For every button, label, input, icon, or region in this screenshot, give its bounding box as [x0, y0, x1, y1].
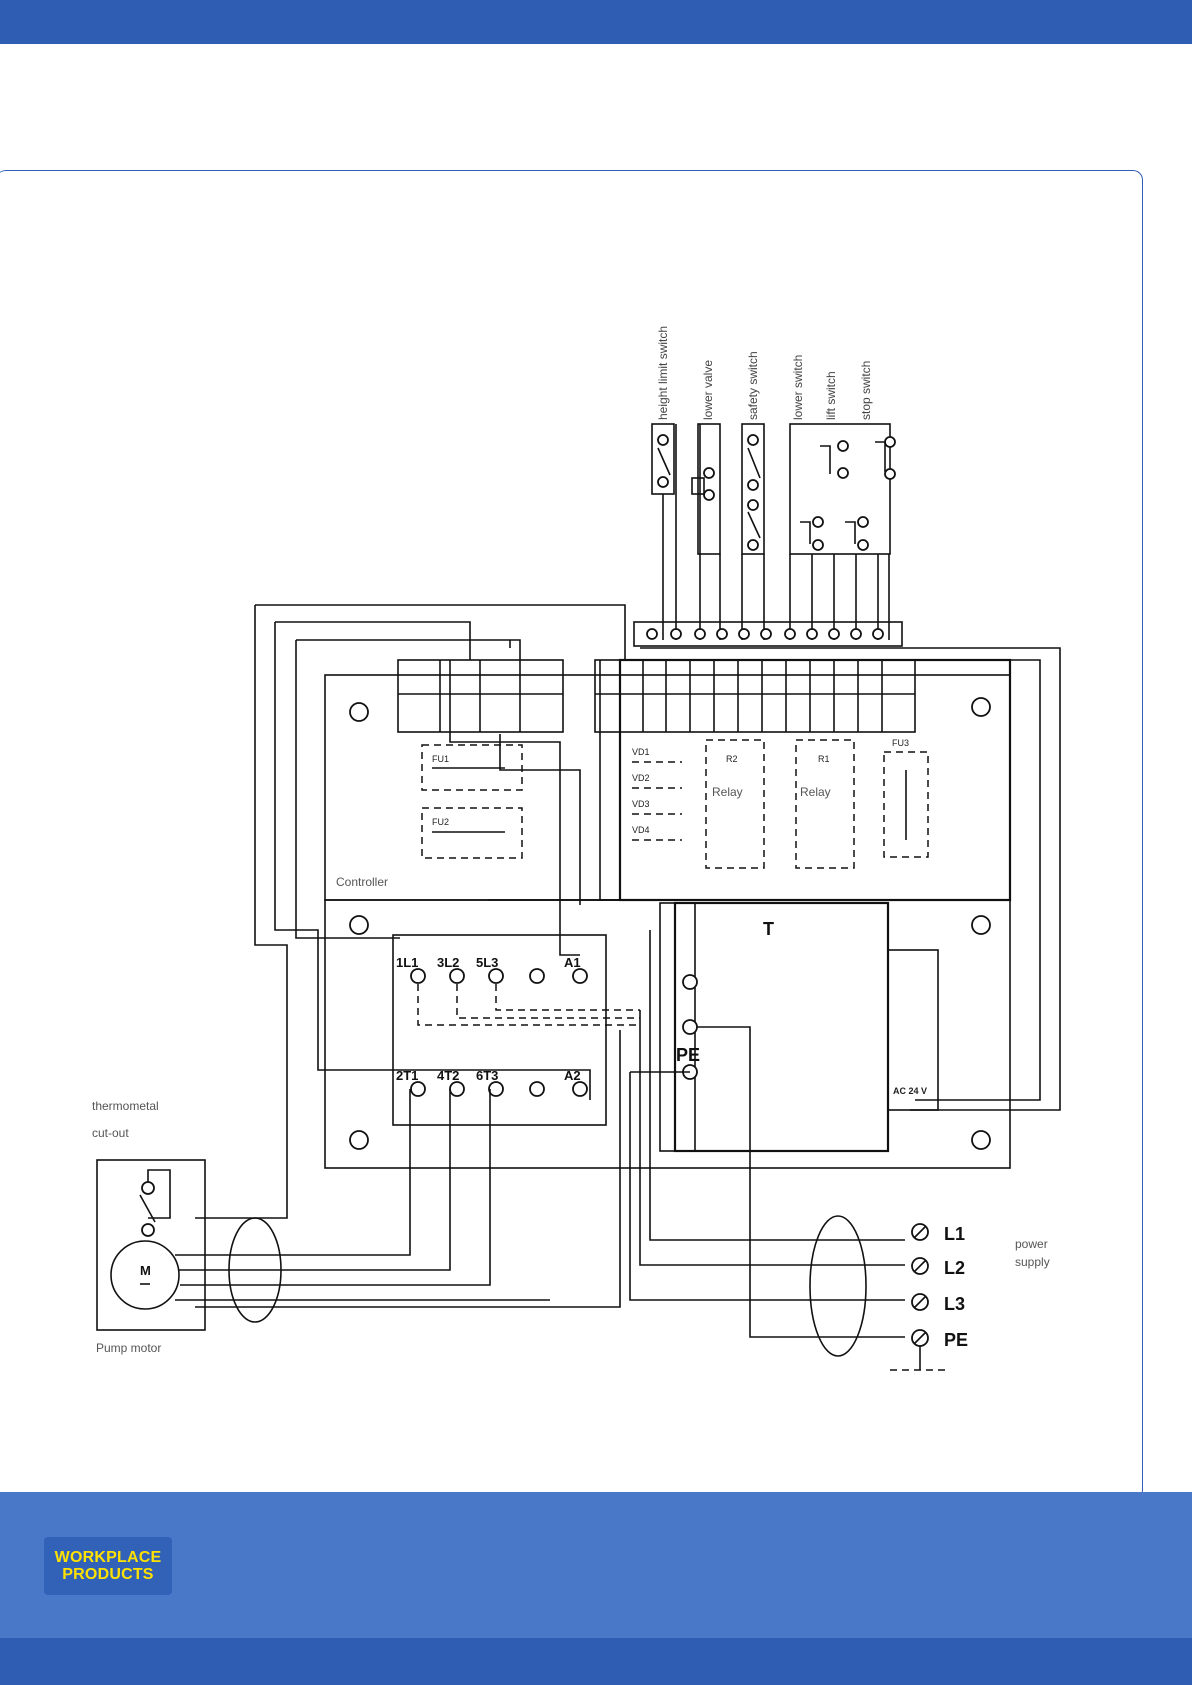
contactor-3l2: 3L2 [437, 955, 459, 970]
diode-vd1-label: VD1 [632, 747, 650, 757]
power-supply-label-1: power [1015, 1237, 1048, 1251]
fuse-fu1-label: FU1 [432, 754, 449, 764]
logo-text-line1: WORKPLACE [55, 1549, 162, 1566]
base-plate [325, 900, 1010, 1168]
motor-symbol: M [140, 1263, 151, 1278]
transformer-pe: PE [676, 1045, 700, 1065]
label-lift-switch: lift switch [824, 371, 838, 420]
label-lower-switch: lower switch [791, 355, 805, 420]
diode-vd2-label: VD2 [632, 773, 650, 783]
switch-boxes [652, 424, 895, 554]
relay-r1-label: Relay [800, 785, 831, 799]
contactor-a1: A1 [564, 955, 581, 970]
logo-text-line2: PRODUCTS [62, 1566, 153, 1583]
supply-l2: L2 [944, 1258, 965, 1278]
supply-l3: L3 [944, 1294, 965, 1314]
wiring-diagram: height limit switch lower valve safety s… [0, 0, 1192, 1492]
pump-motor-group: M thermometal cut-out Pump motor [92, 1089, 550, 1355]
relay-r1-id: R1 [818, 754, 830, 764]
diode-vd4-label: VD4 [632, 825, 650, 835]
contactor-1l1: 1L1 [396, 955, 418, 970]
label-stop-switch: stop switch [859, 361, 873, 420]
relay-r2-id: R2 [726, 754, 738, 764]
thermal-cutout-label-2: cut-out [92, 1126, 129, 1140]
supply-pe: PE [944, 1330, 968, 1350]
fuse-fu2-label: FU2 [432, 817, 449, 827]
fuse-fu3-label: FU3 [892, 738, 909, 748]
label-height-limit-switch: height limit switch [656, 326, 670, 420]
relay-r2-label: Relay [712, 785, 743, 799]
footer-band [0, 1492, 1192, 1638]
controller-label: Controller [336, 875, 388, 889]
power-supply-group: L1 L2 L3 PE power supply [810, 1216, 1050, 1370]
label-safety-switch: safety switch [746, 351, 760, 420]
workplace-products-logo: WORKPLACE PRODUCTS [44, 1537, 172, 1595]
label-lower-valve: lower valve [701, 360, 715, 420]
diode-vd3-label: VD3 [632, 799, 650, 809]
transformer-ac24: AC 24 V [893, 1086, 927, 1096]
transformer-label: T [763, 919, 774, 939]
thermal-cutout-label-1: thermometal [92, 1099, 159, 1113]
terminal-strip-top [634, 622, 902, 646]
pump-motor-label: Pump motor [96, 1341, 161, 1355]
switch-label-group: height limit switch lower valve safety s… [656, 326, 873, 420]
power-supply-label-2: supply [1015, 1255, 1050, 1269]
controller-board: FU1 FU2 VD1 VD2 VD3 VD4 R2 Relay R1 Rela… [325, 660, 1010, 900]
supply-l1: L1 [944, 1224, 965, 1244]
bottom-bar [0, 1638, 1192, 1685]
contactor: 1L1 3L2 5L3 A1 2T1 4T2 6T3 A2 [393, 935, 640, 1125]
contactor-5l3: 5L3 [476, 955, 498, 970]
